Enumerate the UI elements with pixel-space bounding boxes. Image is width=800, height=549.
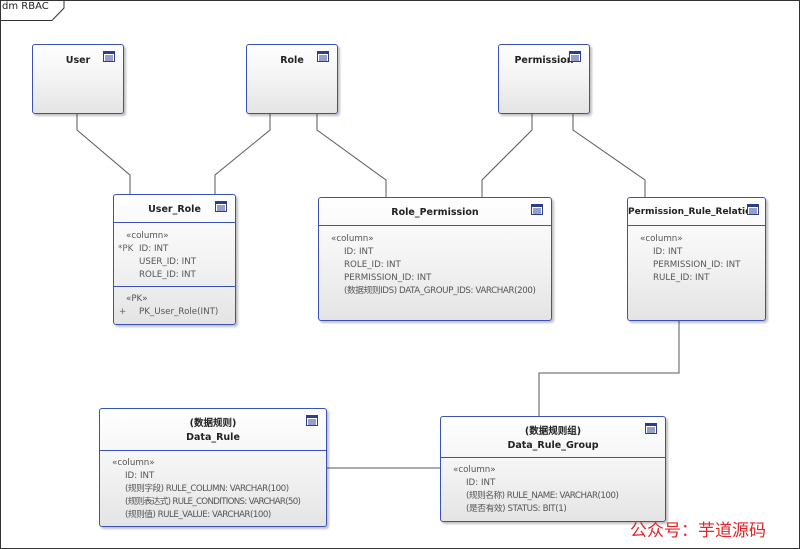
column-row: ID: INT: [653, 247, 683, 257]
column-row: RULE_ID: INT: [653, 273, 710, 283]
entity-title: Data_Rule: [186, 432, 240, 443]
connector-role-rolepermission: [316, 113, 387, 197]
column-row: (规则值) RULE_VALUE: VARCHAR(100): [125, 510, 271, 520]
table-icon: [306, 415, 318, 426]
separator: [628, 225, 765, 226]
column-name: ID: INT: [139, 244, 169, 254]
connector-user-userrole: [76, 113, 131, 194]
column-row: ROLE_ID: INT: [344, 260, 401, 270]
operation-name: PK_User_Role(INT): [139, 307, 219, 317]
column-row: PERMISSION_ID: INT: [653, 260, 741, 270]
connector-role-userrole: [214, 113, 271, 194]
entity-subtitle: (数据规则): [189, 418, 237, 429]
entity-title: Permission_Rule_Relation: [628, 207, 758, 217]
table-icon: [569, 51, 581, 62]
separator: [114, 286, 235, 287]
column-stereotype: «column»: [126, 231, 169, 241]
connector-rulerelation-rulegroup: [538, 320, 680, 416]
column-row: ROLE_ID: INT: [114, 269, 235, 282]
entity-user[interactable]: User: [32, 44, 124, 114]
operation-row: + PK_User_Role(INT): [114, 306, 235, 319]
table-icon: [215, 201, 227, 212]
column-stereotype: «column»: [640, 234, 683, 244]
entity-title: Permission: [514, 55, 574, 66]
column-row: (规则名称) RULE_NAME: VARCHAR(100): [466, 491, 619, 501]
column-list: «column» ID: INT ROLE_ID: INT PERMISSION…: [319, 233, 551, 298]
entity-title: Role: [280, 55, 304, 66]
watermark-text: 公众号：芋道源码: [630, 521, 766, 541]
column-row: ID: INT: [125, 471, 155, 481]
column-name: ROLE_ID: INT: [139, 270, 196, 280]
diagram-tab-label: dm RBAC: [2, 1, 49, 12]
table-icon: [531, 204, 543, 215]
entity-role-permission[interactable]: Role_Permission «column» ID: INT ROLE_ID…: [318, 197, 552, 321]
entity-data-rule-group[interactable]: (数据规则组) Data_Rule_Group «column» ID: INT…: [440, 416, 666, 522]
entity-header: (数据规则) Data_Rule: [100, 409, 326, 445]
table-icon: [747, 204, 759, 215]
column-stereotype: «column»: [453, 465, 496, 475]
entity-title: User_Role: [148, 204, 201, 215]
column-row: (是否有效) STATUS: BIT(1): [466, 504, 567, 514]
column-row: PERMISSION_ID: INT: [344, 273, 432, 283]
table-icon: [317, 51, 329, 62]
column-row: (数据规则IDS) DATA_GROUP_IDS: VARCHAR(200): [344, 286, 536, 296]
entity-role[interactable]: Role: [246, 44, 338, 114]
separator: [319, 225, 551, 226]
separator: [100, 450, 326, 451]
public-marker: +: [119, 307, 127, 317]
table-icon: [103, 51, 115, 62]
separator: [114, 222, 235, 223]
entity-user-role[interactable]: User_Role «column» *PK ID: INT USER_ID: …: [113, 194, 236, 325]
separator: [441, 457, 665, 458]
pk-marker: *PK: [118, 244, 134, 254]
column-list: «column» ID: INT PERMISSION_ID: INT RULE…: [628, 233, 765, 285]
entity-permission-rule-relation[interactable]: Permission_Rule_Relation «column» ID: IN…: [627, 197, 766, 321]
column-row: USER_ID: INT: [114, 256, 235, 269]
table-icon: [645, 423, 657, 434]
connector-permission-rulerelation: [572, 113, 646, 197]
column-list: «column» *PK ID: INT USER_ID: INT ROLE_I…: [114, 230, 235, 282]
diagram-tab-shape: [0, 0, 65, 21]
entity-data-rule[interactable]: (数据规则) Data_Rule «column» ID: INT (规则字段)…: [99, 408, 327, 527]
column-row: (规则表达式) RULE_CONDITIONS: VARCHAR(50): [125, 497, 301, 507]
operation-list: «PK» + PK_User_Role(INT): [114, 293, 235, 319]
connector-permission-rolepermission: [481, 113, 533, 197]
column-list: «column» ID: INT (规则字段) RULE_COLUMN: VAR…: [100, 457, 326, 522]
entity-header: (数据规则组) Data_Rule_Group: [441, 417, 665, 453]
column-row: (规则字段) RULE_COLUMN: VARCHAR(100): [125, 484, 289, 494]
column-name: USER_ID: INT: [139, 257, 197, 267]
column-row: ID: INT: [466, 478, 496, 488]
column-row: *PK ID: INT: [114, 243, 235, 256]
entity-title: User: [65, 55, 91, 66]
column-row: ID: INT: [344, 247, 374, 257]
column-list: «column» ID: INT (规则名称) RULE_NAME: VARCH…: [441, 464, 665, 516]
column-stereotype: «column»: [331, 234, 374, 244]
entity-permission[interactable]: Permission: [498, 44, 590, 114]
column-stereotype: «column»: [112, 458, 155, 468]
operation-stereotype: «PK»: [126, 294, 148, 304]
entity-title: Role_Permission: [391, 207, 479, 218]
entity-title: Data_Rule_Group: [507, 440, 599, 451]
entity-subtitle: (数据规则组): [524, 426, 582, 437]
